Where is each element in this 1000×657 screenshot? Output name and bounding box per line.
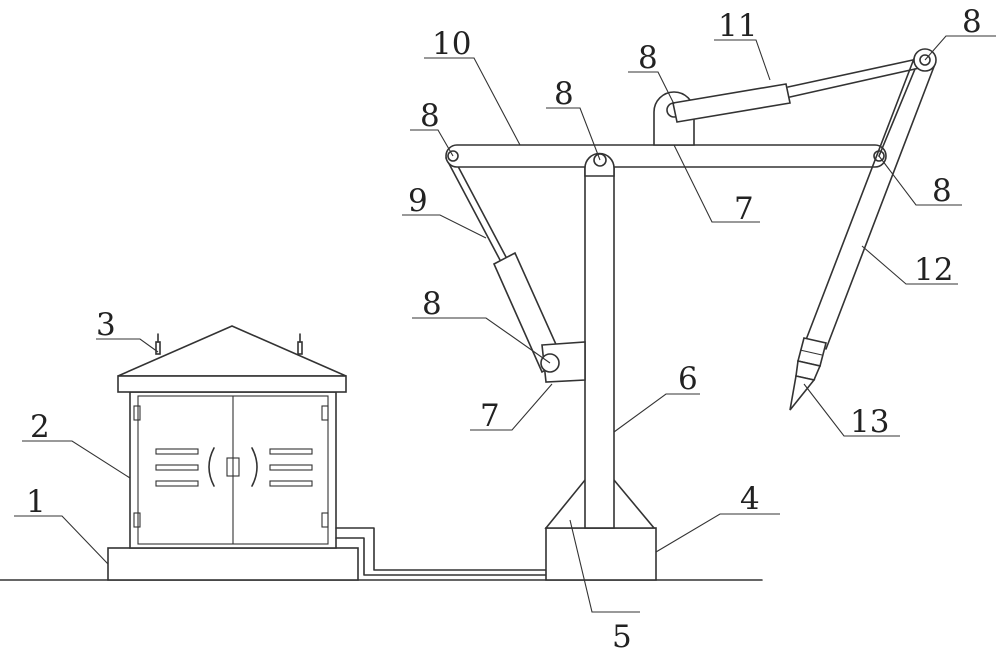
cabinet-roof: [117, 325, 347, 393]
label-4: 4: [740, 481, 760, 517]
label-8-lower-mount: 8: [422, 286, 442, 322]
callout-labels: 1 2 3 4 5 6 7 7 8 8 8 8 8 8 9 10 11 12 1…: [26, 4, 982, 655]
label-8-arm-top: 8: [962, 4, 982, 40]
connecting-cable: [335, 527, 547, 571]
label-3: 3: [96, 307, 116, 343]
label-8-upper-mount: 8: [638, 40, 658, 76]
upper-hydraulic-cylinder: [672, 57, 925, 123]
label-2: 2: [30, 409, 50, 445]
leader-lines: [14, 35, 996, 613]
lower-hydraulic-cylinder: [445, 154, 565, 374]
drill-head: [789, 337, 827, 411]
label-12: 12: [914, 252, 953, 288]
label-11: 11: [718, 8, 757, 44]
boom-beam: [445, 144, 887, 168]
cabinet-base: [107, 547, 359, 581]
label-10: 10: [432, 26, 471, 62]
label-13: 13: [850, 404, 889, 440]
crane-base-block: [545, 527, 657, 581]
vertical-column: [584, 155, 615, 529]
label-6: 6: [678, 361, 698, 397]
label-9: 9: [408, 183, 428, 219]
label-1: 1: [26, 484, 46, 520]
cabinet-body: [129, 391, 337, 549]
cabinet-antennas: [155, 333, 303, 355]
label-8-beam-left: 8: [420, 98, 440, 134]
label-8-beam-right: 8: [932, 173, 952, 209]
lower-mount-block: [540, 341, 586, 383]
label-7-upper: 7: [734, 191, 754, 227]
swing-arm: [803, 48, 937, 350]
label-5: 5: [612, 619, 632, 655]
label-8-beam-center: 8: [554, 76, 574, 112]
label-7-lower: 7: [480, 398, 500, 434]
